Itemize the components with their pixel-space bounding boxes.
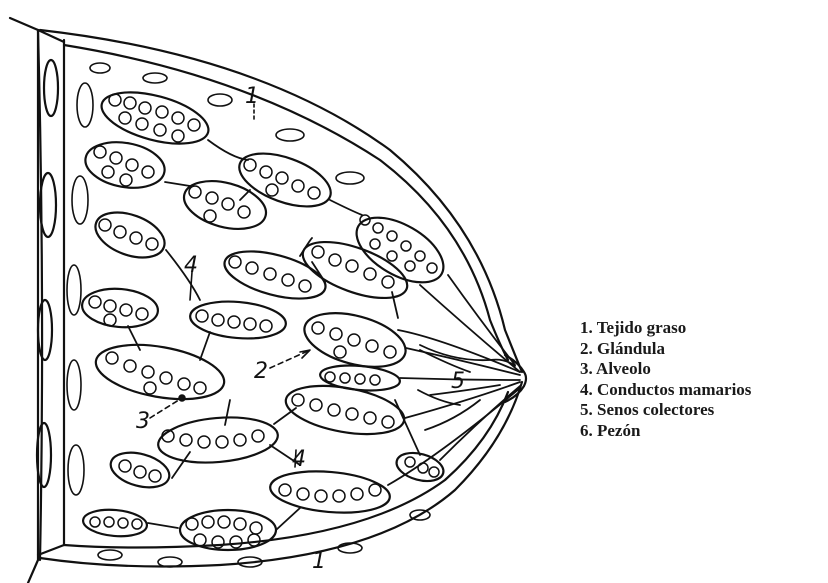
retromammary-fat (67, 83, 93, 495)
callout-5: 5 (451, 369, 465, 394)
legend: 1. Tejido graso 2. Glándula 3. Alveolo 4… (580, 318, 751, 441)
lobe (179, 173, 272, 237)
lobe (189, 298, 288, 342)
lobe (268, 467, 391, 517)
legend-item-4: 4. Conductos mamarios (580, 380, 751, 401)
lobe (82, 136, 168, 193)
legend-item-6: 6. Pezón (580, 421, 751, 442)
lobe (319, 363, 401, 394)
chest-wall (10, 18, 64, 583)
lobe (220, 242, 331, 308)
alveoli (89, 94, 439, 548)
legend-item-1: 1. Tejido graso (580, 318, 751, 339)
collecting-sinuses (418, 345, 515, 430)
legend-item-2: 2. Glándula (580, 339, 751, 360)
callout-1-bottom: 1 (312, 549, 326, 574)
legend-item-5: 5. Senos colectores (580, 400, 751, 421)
callout-2: 2 (254, 359, 268, 384)
subcutaneous-fat (90, 63, 430, 567)
callout-1-top: 1 (245, 84, 259, 109)
callout-numbers: 1 1 2 3 4 4 5 (136, 84, 465, 574)
callout-3: 3 (136, 409, 150, 434)
lobe (92, 336, 229, 408)
legend-item-3: 3. Alveolo (580, 359, 751, 380)
lobe (82, 507, 148, 538)
lobe (232, 143, 337, 217)
callout-4-lower: 4 (292, 447, 306, 472)
callout-4-upper: 4 (184, 253, 198, 278)
lobe (156, 413, 279, 467)
